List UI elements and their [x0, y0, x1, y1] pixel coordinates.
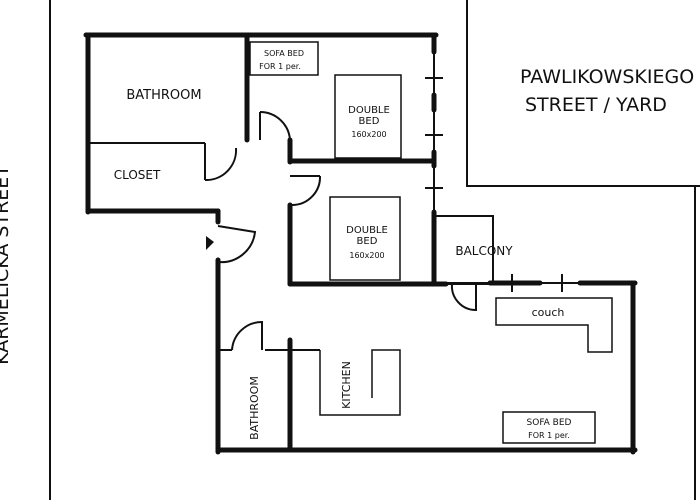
couch: [495, 297, 613, 353]
double-bed-1: [334, 74, 402, 159]
sofa-bed-top: [249, 41, 319, 76]
room-bathroom-lower: BATHROOM: [248, 376, 261, 440]
street-left: KARMELICKA STREET: [0, 165, 13, 365]
bed2-label-1: DOUBLE: [346, 225, 388, 236]
kitchen-counter: [319, 349, 401, 416]
double-bed-2: [329, 196, 401, 281]
walls: [83, 32, 638, 455]
bed1-label-2: BED: [359, 116, 380, 127]
furniture: [249, 41, 613, 444]
room-bathroom: BATHROOM: [126, 88, 201, 103]
labels: KARMELICKA STREET PAWLIKOWSKIEGO STREET …: [0, 49, 694, 440]
couch-label: couch: [532, 306, 565, 319]
doors: [204, 110, 477, 351]
bed2-size: 160x200: [349, 251, 384, 260]
room-balcony: BALCONY: [455, 244, 513, 258]
room-closet: CLOSET: [114, 168, 161, 182]
sofa-bottom-label-2: FOR 1 per.: [528, 431, 570, 440]
bed2-label-2: BED: [357, 236, 378, 247]
sofa-top-label-2: FOR 1 per.: [259, 62, 301, 71]
bed1-size: 160x200: [351, 130, 386, 139]
sofa-bottom-label-1: SOFA BED: [527, 418, 572, 428]
street-right-2: STREET / YARD: [525, 94, 667, 116]
sofa-top-label-1: SOFA BED: [264, 49, 304, 58]
site-lines: [49, 0, 700, 500]
street-right-1: PAWLIKOWSKIEGO: [520, 66, 694, 88]
sofa-bed-bottom: [502, 411, 596, 444]
bed1-label-1: DOUBLE: [348, 105, 390, 116]
window-ticks: [425, 77, 563, 292]
room-kitchen: KITCHEN: [340, 361, 353, 409]
